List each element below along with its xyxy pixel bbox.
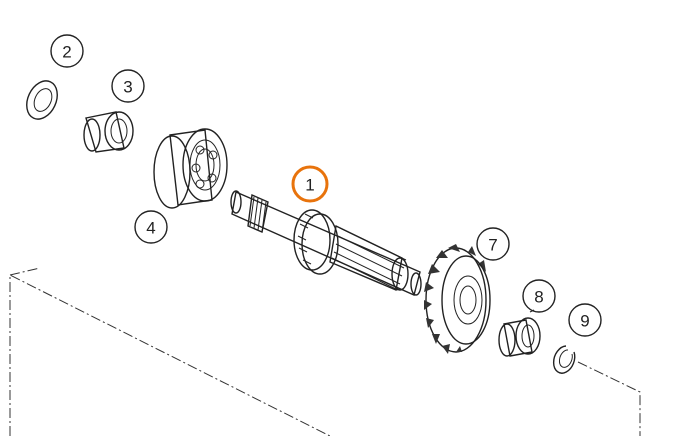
callout-7: 7: [476, 227, 510, 261]
svg-text:9: 9: [580, 312, 589, 331]
svg-text:4: 4: [146, 219, 155, 238]
callout-2: 2: [50, 34, 84, 68]
part-bushing: [83, 111, 134, 153]
svg-text:3: 3: [123, 78, 132, 97]
part-gear-wheel: [424, 244, 491, 354]
callout-3: 3: [111, 69, 145, 103]
svg-text:7: 7: [488, 236, 497, 255]
svg-text:1: 1: [305, 176, 314, 195]
callout-9: 9: [568, 303, 602, 337]
frame-outline: [9, 267, 641, 436]
callout-1-highlighted: 1: [291, 165, 329, 203]
svg-text:8: 8: [534, 288, 543, 307]
svg-text:2: 2: [62, 43, 71, 62]
callout-4: 4: [134, 210, 168, 244]
part-washer: [26, 80, 58, 120]
callout-8: 8: [522, 279, 556, 313]
part-main-shaft: [230, 190, 422, 296]
part-ball-bearing: [153, 128, 228, 209]
part-needle-bearing: [498, 317, 541, 357]
part-circlip: [552, 345, 576, 374]
